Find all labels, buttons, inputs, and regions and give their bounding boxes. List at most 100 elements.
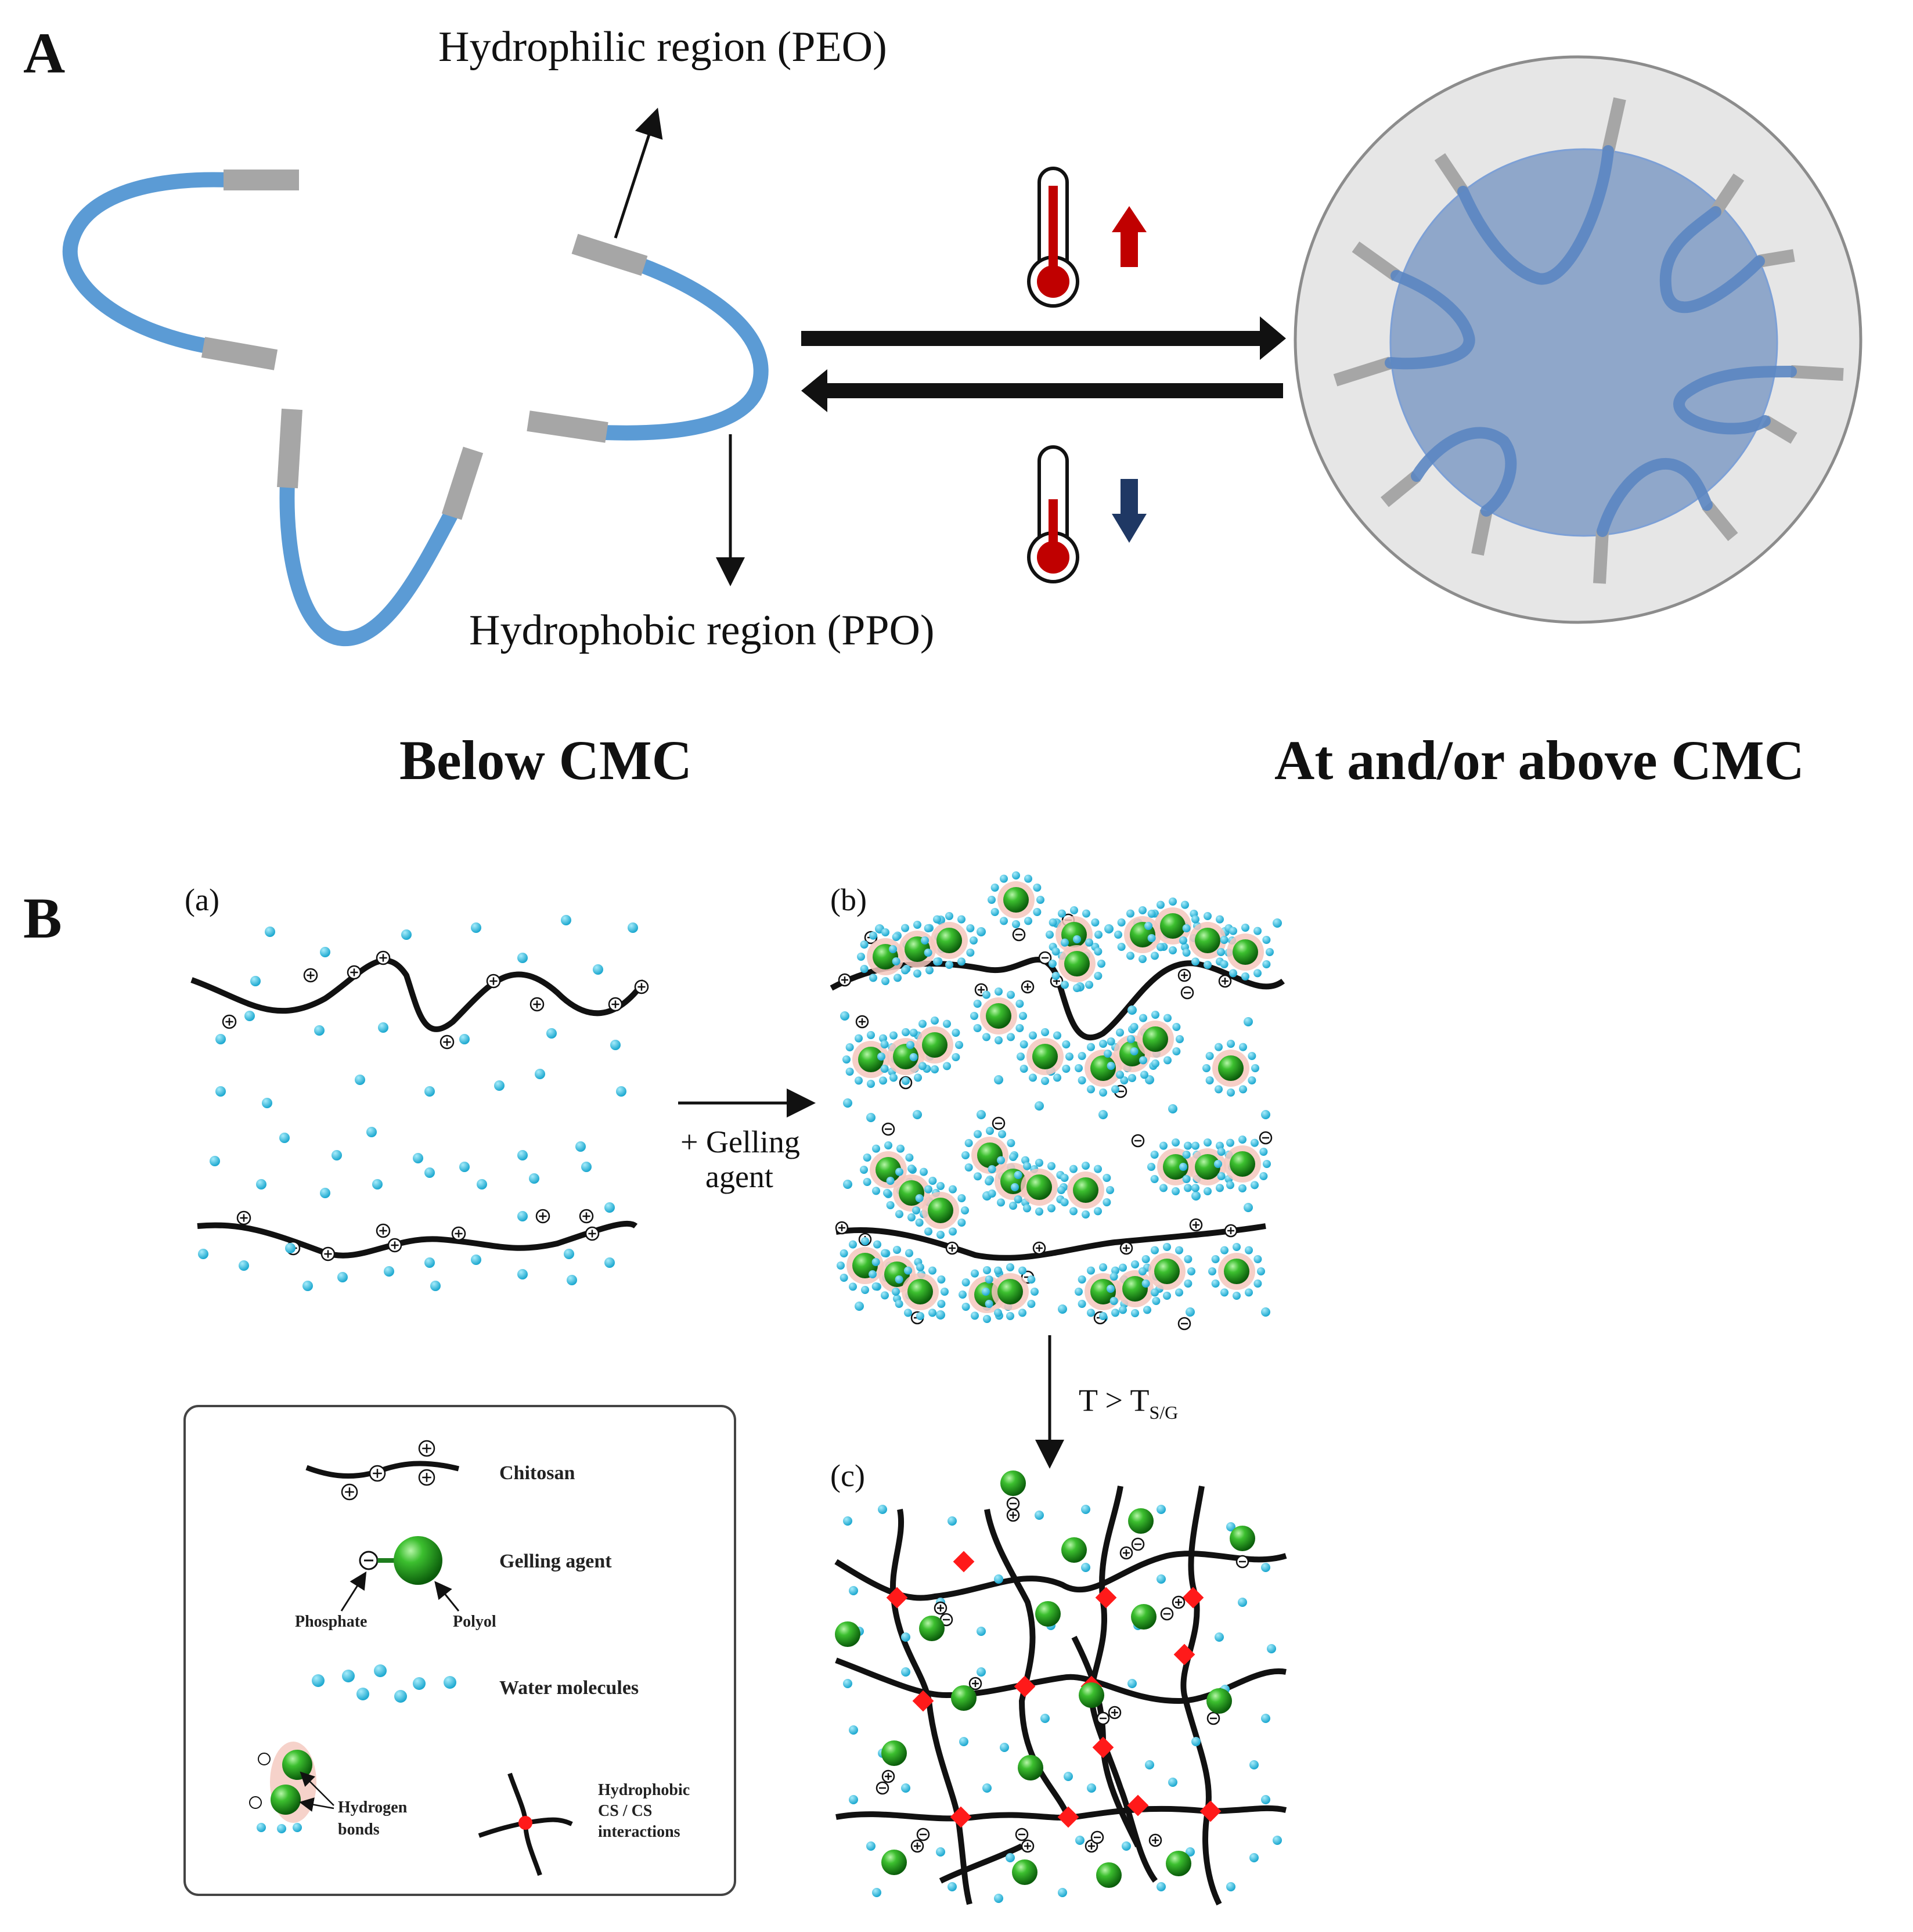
gelling-agent-molecule <box>1206 1688 1232 1714</box>
gelling-agent-molecule <box>1127 1011 1184 1068</box>
water-molecule <box>413 1677 426 1690</box>
negative-charge-icon <box>1131 1537 1145 1551</box>
water-molecule <box>471 1255 481 1265</box>
gelling-agent-molecule <box>1096 1862 1122 1888</box>
water-molecule <box>994 1075 1003 1084</box>
hydrophilic-pointer <box>614 107 663 239</box>
water-molecule <box>1215 1632 1224 1642</box>
positive-charge-icon <box>387 1238 402 1253</box>
negative-charge-icon <box>1160 1607 1174 1621</box>
gelling-agent-molecule <box>970 987 1027 1044</box>
negative-charge-icon <box>992 1116 1006 1130</box>
reverse-arrow <box>801 369 1283 412</box>
equilibrium-arrows <box>801 316 1286 412</box>
positive-charge-icon <box>881 1769 895 1783</box>
gelling-agent-molecule <box>1049 935 1105 992</box>
chitosan-chain-b2 <box>835 1223 1266 1261</box>
water-molecule <box>1249 1853 1259 1862</box>
sub-panel-b-label: (b) <box>830 882 867 917</box>
positive-charge-icon <box>634 979 649 994</box>
gelling-label-line2: agent <box>705 1159 773 1194</box>
water-molecule <box>1261 1563 1270 1572</box>
water-molecule <box>374 1664 387 1677</box>
hydrophobic-label: Hydrophobic region (PPO) <box>469 607 935 654</box>
micelle <box>1294 55 1862 624</box>
water-molecule <box>250 976 261 986</box>
water-molecule <box>1040 1714 1050 1723</box>
water-molecule <box>459 1162 470 1172</box>
crosslink-node <box>912 1690 934 1712</box>
negative-charge-icon <box>1012 928 1026 942</box>
water-molecule <box>215 1086 226 1097</box>
positive-charge-icon <box>585 1226 600 1241</box>
water-molecule <box>1267 1644 1276 1653</box>
water-molecule <box>262 1098 272 1108</box>
water-molecule <box>342 1670 355 1682</box>
gelling-agent-molecule <box>951 1685 977 1711</box>
forward-arrow <box>801 316 1286 360</box>
crosslink-node <box>1182 1587 1204 1609</box>
gelling-agent-molecule <box>1208 1243 1265 1300</box>
gelling-agent-molecule <box>988 871 1044 928</box>
water-molecule <box>878 1505 887 1514</box>
positive-charge-icon <box>347 965 362 980</box>
water-molecule <box>413 1153 423 1163</box>
negative-charge-icon <box>1090 1830 1104 1844</box>
water-molecule <box>977 1667 986 1677</box>
water-molecule <box>1075 1836 1085 1845</box>
positive-charge-icon <box>1108 1706 1122 1720</box>
gelling-agent-molecule <box>1214 1136 1271 1192</box>
water-molecule <box>337 1272 348 1282</box>
water-molecule <box>1157 1882 1166 1891</box>
positive-charge-icon <box>529 997 545 1012</box>
water-molecule <box>977 1110 986 1119</box>
crosslink-node <box>950 1806 972 1828</box>
water-molecule <box>604 1257 615 1268</box>
legend-polyol-label: Polyol <box>453 1613 496 1631</box>
legend-gelling-agent-label: Gelling agent <box>499 1551 612 1572</box>
gel-network <box>834 1470 1287 1906</box>
water-molecule <box>535 1069 545 1079</box>
water-molecule <box>1226 1882 1235 1891</box>
positive-charge-icon <box>451 1226 466 1241</box>
gelling-agent-molecule <box>912 1182 969 1239</box>
water-molecule <box>1081 1563 1090 1572</box>
water-molecule <box>901 1632 910 1642</box>
negative-charge-icon <box>1038 951 1052 965</box>
water-molecule <box>1191 1737 1201 1746</box>
gelling-label-line1: + Gelling <box>680 1124 800 1159</box>
water-molecule <box>332 1150 342 1160</box>
gelling-agent-molecule <box>1017 1028 1073 1085</box>
negative-charge-icon <box>1180 986 1194 1000</box>
gelling-agent-molecule <box>1061 1537 1087 1563</box>
water-molecule <box>279 1133 290 1143</box>
water-molecule <box>994 1574 1003 1584</box>
water-molecule <box>1145 1760 1154 1769</box>
legend-hbond-label-1: Hydrogen <box>338 1798 408 1816</box>
water-molecule <box>1058 1888 1067 1897</box>
water-molecule <box>843 1516 852 1526</box>
water-molecule <box>564 1249 574 1259</box>
positive-charge-icon <box>535 1209 550 1224</box>
gelling-agent-molecule <box>1166 1851 1191 1876</box>
water-molecule <box>604 1202 615 1213</box>
gelling-agent-molecule <box>1128 1508 1154 1534</box>
negative-charge-icon <box>876 1781 889 1795</box>
water-molecule <box>593 964 603 975</box>
crosslink-node <box>953 1551 975 1573</box>
water-molecule <box>378 1022 388 1033</box>
water-molecule <box>546 1028 557 1039</box>
negative-charge-icon <box>881 1122 895 1136</box>
water-molecule <box>477 1179 487 1190</box>
negative-charge-icon <box>1177 1317 1191 1331</box>
water-molecule <box>561 915 571 925</box>
positive-charge-icon <box>341 1483 358 1501</box>
negative-charge-icon <box>1259 1131 1273 1145</box>
water-molecule <box>575 1141 586 1152</box>
water-molecule <box>948 1516 957 1526</box>
thermometer-up-icon <box>1027 167 1079 308</box>
water-molecule <box>1273 1836 1282 1845</box>
gelling-agent-molecule <box>881 1850 907 1875</box>
water-molecule <box>1168 1104 1177 1113</box>
gelling-agent-molecule <box>835 1621 860 1647</box>
